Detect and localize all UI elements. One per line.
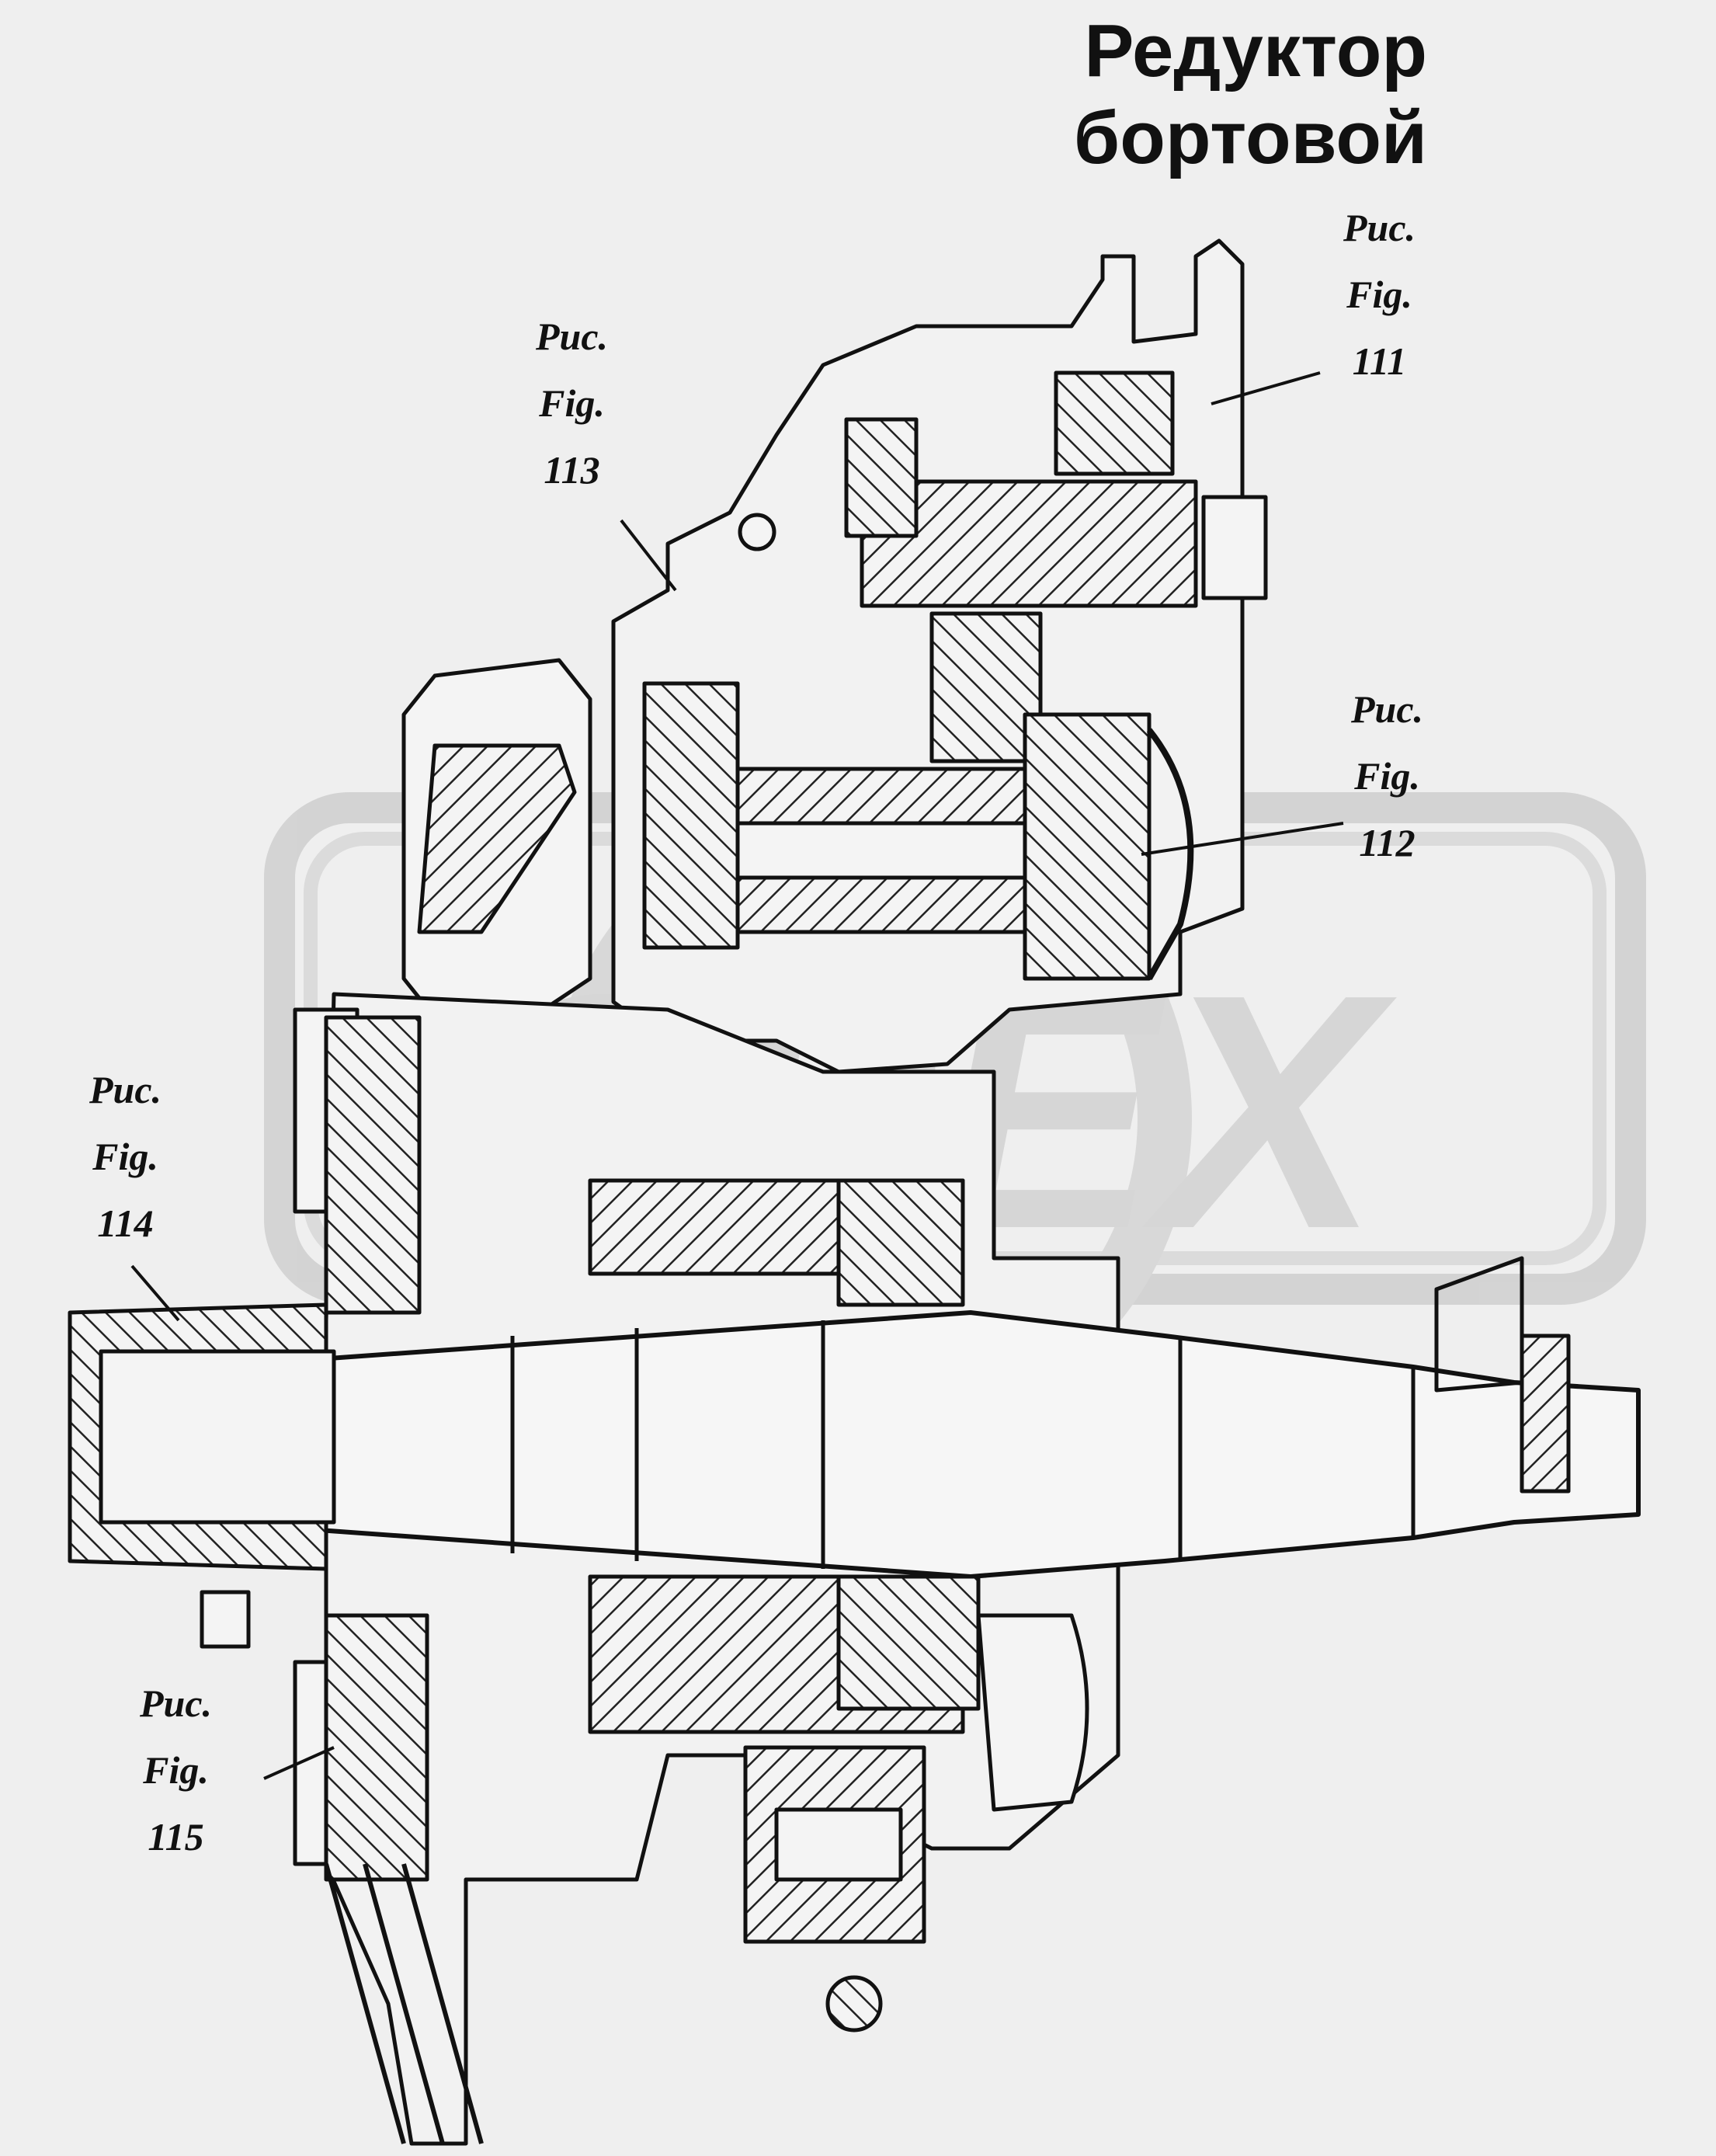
callout-number: 114 [97, 1201, 154, 1245]
callout-ru-label: Рис. [140, 1681, 213, 1725]
drawing-body [68, 238, 1641, 2146]
callout-ru-label: Рис. [536, 315, 609, 358]
shaft-end-bolt [1520, 1334, 1571, 1494]
callout-en-label: Fig. [143, 1748, 209, 1792]
callout-en-label: Fig. [92, 1135, 158, 1178]
left-bracket-web [417, 743, 577, 934]
mid-cover [1146, 728, 1194, 980]
upper-bearing-left [844, 417, 919, 538]
callout-fig-111: Рис. Fig. 111 [1343, 194, 1416, 395]
title-line-1: Редуктор [1084, 9, 1427, 92]
callout-en-label: Fig. [1354, 754, 1420, 798]
leader-111 [1211, 371, 1321, 405]
callout-ru-label: Рис. [89, 1068, 162, 1111]
left-flange [324, 1015, 422, 1315]
callout-fig-115: Рис. Fig. 115 [140, 1670, 212, 1870]
callout-ru-label: Рис. [1343, 206, 1416, 249]
callout-fig-113: Рис. Fig. 113 [536, 303, 608, 503]
lower-bearing-left [836, 1178, 965, 1307]
upper-bolt [1201, 495, 1268, 600]
leader-115 [263, 1746, 335, 1780]
diagonal-frame [324, 1863, 484, 2144]
hub-plug [200, 1590, 251, 1649]
callout-number: 113 [544, 448, 600, 492]
left-flange-lower [324, 1613, 429, 1882]
callout-number: 115 [148, 1815, 204, 1859]
leader-114 [130, 1264, 180, 1322]
mid-bearing-right [1023, 712, 1152, 981]
callout-number: 111 [1352, 339, 1407, 383]
callout-number: 112 [1359, 821, 1416, 864]
upper-shaft-hub [929, 611, 1043, 763]
callout-fig-112: Рис. Fig. 112 [1351, 676, 1423, 876]
housing-hole [738, 513, 776, 551]
main-shaft [316, 1310, 1641, 1579]
title-line-2: бортовой [1073, 96, 1427, 179]
drain-plug [825, 1975, 883, 2033]
callout-fig-114: Рис. Fig. 114 [89, 1056, 162, 1257]
callout-en-label: Fig. [1346, 273, 1412, 316]
callout-ru-label: Рис. [1351, 687, 1424, 731]
upper-bearing-right [1054, 370, 1175, 476]
leader-112 [1141, 822, 1344, 856]
callout-en-label: Fig. [539, 381, 605, 425]
lower-bearing-right [836, 1574, 981, 1711]
leader-113 [620, 519, 677, 592]
lower-right-foot [976, 1613, 1089, 1812]
mid-bearing-left [642, 681, 740, 950]
